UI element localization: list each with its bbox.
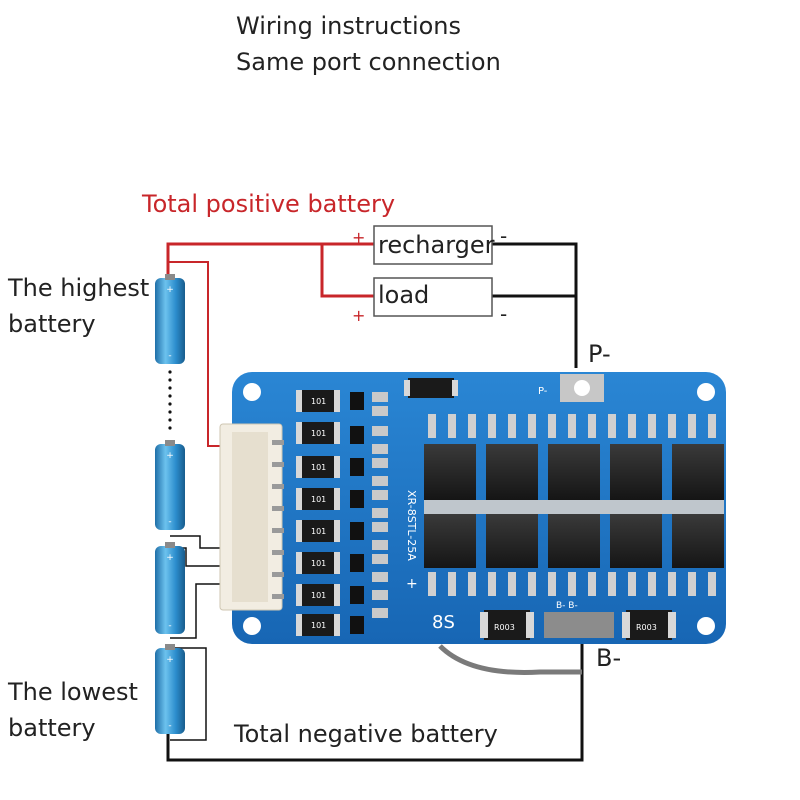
capacitor-column	[372, 392, 388, 618]
svg-text:R003: R003	[494, 623, 515, 632]
svg-text:+: +	[166, 655, 174, 665]
total-positive-label: Total positive battery	[142, 190, 396, 218]
b-minus-label: B-	[596, 644, 622, 672]
svg-text:101: 101	[311, 463, 326, 472]
battery-cell-3	[155, 440, 185, 530]
svg-text:-: -	[168, 621, 171, 631]
load-box	[373, 277, 493, 317]
svg-text:101: 101	[311, 397, 326, 406]
balance-connector	[219, 423, 284, 611]
board-model-text: XR-8STL-25A	[405, 490, 418, 561]
battery-cell-bottom	[155, 644, 185, 734]
svg-text:+: +	[406, 576, 418, 592]
svg-text:-: -	[168, 721, 171, 731]
recharger-box	[373, 225, 493, 265]
svg-text:+: +	[166, 553, 174, 563]
load-minus-sign: -	[500, 302, 508, 326]
negative-wires	[166, 242, 584, 762]
title-line-1: Wiring instructions	[236, 12, 462, 40]
cell-count-text: 8S	[432, 612, 455, 633]
svg-text:101: 101	[311, 429, 326, 438]
lowest-battery-label-1: The lowest	[8, 678, 138, 706]
p-minus-label: P-	[588, 340, 611, 368]
ic-column	[350, 392, 364, 634]
title-line-2: Same port connection	[236, 48, 501, 76]
svg-text:101: 101	[311, 527, 326, 536]
svg-text:101: 101	[311, 559, 326, 568]
highest-battery-label-2: battery	[8, 310, 96, 338]
svg-text:-: -	[168, 351, 171, 361]
battery-stack: + - + - + - + -	[155, 274, 185, 734]
shunt-right: R003	[622, 610, 676, 640]
recharger-label: recharger	[378, 231, 495, 259]
svg-text:-: -	[168, 517, 171, 527]
shunt-left: R003	[480, 610, 534, 640]
b-minus-pad: B- B-	[544, 601, 614, 638]
load-plus-sign: +	[352, 306, 366, 325]
resistor-column: 101 101 101 101 101 101 101 101	[296, 390, 340, 636]
svg-text:+: +	[166, 285, 174, 295]
bms-board: 101 101 101 101 101 101 101 101	[219, 372, 726, 644]
load-label: load	[378, 281, 430, 309]
mosfet-array	[424, 444, 724, 568]
svg-text:+: +	[166, 451, 174, 461]
svg-text:101: 101	[311, 591, 326, 600]
positive-wires	[166, 242, 374, 447]
battery-dots	[168, 370, 172, 430]
b-minus-cable	[438, 644, 582, 675]
svg-text:P-: P-	[538, 386, 548, 397]
lowest-battery-label-2: battery	[8, 714, 96, 742]
highest-battery-label-1: The highest	[8, 274, 150, 302]
diode	[408, 378, 454, 398]
recharger-plus-sign: +	[352, 228, 366, 247]
recharger-minus-sign: -	[500, 224, 508, 248]
total-negative-label: Total negative battery	[234, 720, 498, 748]
svg-text:101: 101	[311, 621, 326, 630]
svg-text:B- B-: B- B-	[556, 601, 578, 611]
svg-text:R003: R003	[636, 623, 657, 632]
svg-text:101: 101	[311, 495, 326, 504]
battery-cell-top	[155, 274, 185, 364]
battery-cell-2	[155, 542, 185, 634]
